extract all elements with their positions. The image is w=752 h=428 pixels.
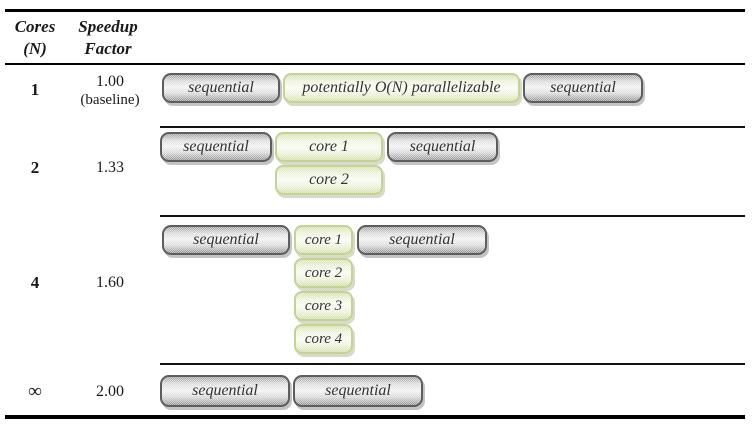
cores-value-row4: ∞ (28, 381, 42, 402)
bar-sequential: sequential (162, 73, 280, 103)
bar-core-1: core 1 (275, 132, 383, 162)
bar-core-1: core 1 (294, 225, 353, 255)
bar-label: sequential (550, 79, 616, 96)
bar-label: core 1 (304, 231, 343, 248)
bar-core-4: core 4 (294, 324, 353, 354)
header-cores-line1: Cores (14, 17, 56, 36)
speedup-number-row1: 1.00 (96, 73, 124, 90)
cores-value-row3: 4 (30, 273, 40, 292)
header-speedup: Speedup Factor (58, 16, 158, 60)
bar-parallelizable: potentially O(N) parallelizable (283, 73, 520, 103)
bar-sequential: sequential (162, 225, 290, 255)
header-cores: Cores (N) (4, 16, 66, 60)
speedup-value-row2: 1.33 (96, 159, 124, 176)
bar-sequential: sequential (387, 132, 498, 162)
speedup-value-row1: 1.00 (baseline) (58, 73, 162, 109)
bar-label: sequential (192, 382, 258, 399)
bar-core-2: core 2 (275, 165, 383, 195)
bar-sequential: sequential (523, 73, 643, 103)
bar-label: core 4 (304, 330, 343, 347)
bar-label: potentially O(N) parallelizable (302, 79, 501, 96)
bar-label: sequential (325, 382, 391, 399)
bar-sequential: sequential (160, 375, 290, 407)
bar-core-2: core 2 (294, 258, 353, 288)
bar-label: core 3 (304, 297, 343, 314)
bar-sequential: sequential (160, 132, 272, 162)
bar-label: sequential (389, 231, 455, 248)
top-rule (5, 9, 745, 12)
cores-value-row2: 2 (30, 158, 40, 177)
row-separator (160, 126, 745, 128)
bar-label: sequential (183, 138, 249, 155)
header-speedup-line1: Speedup (78, 17, 138, 36)
speedup-note-row1: (baseline) (80, 92, 140, 108)
header-cores-line2: (N) (23, 39, 47, 58)
speedup-value-row3: 1.60 (96, 274, 124, 291)
bar-label: core 2 (309, 171, 349, 188)
row-separator (160, 215, 745, 217)
bar-label: sequential (193, 231, 259, 248)
bottom-rule (5, 415, 745, 419)
bar-label: core 1 (309, 138, 349, 155)
bar-core-3: core 3 (294, 291, 353, 321)
header-rule (5, 63, 745, 65)
cores-value-row1: 1 (30, 80, 40, 99)
bar-label: sequential (409, 138, 476, 155)
bar-label: sequential (188, 79, 254, 96)
row-separator (160, 363, 745, 365)
bar-label: core 2 (304, 264, 343, 281)
speedup-value-row4: 2.00 (96, 383, 124, 400)
header-speedup-line2: Factor (84, 39, 132, 58)
bar-sequential: sequential (357, 225, 487, 255)
bar-sequential: sequential (293, 375, 423, 407)
